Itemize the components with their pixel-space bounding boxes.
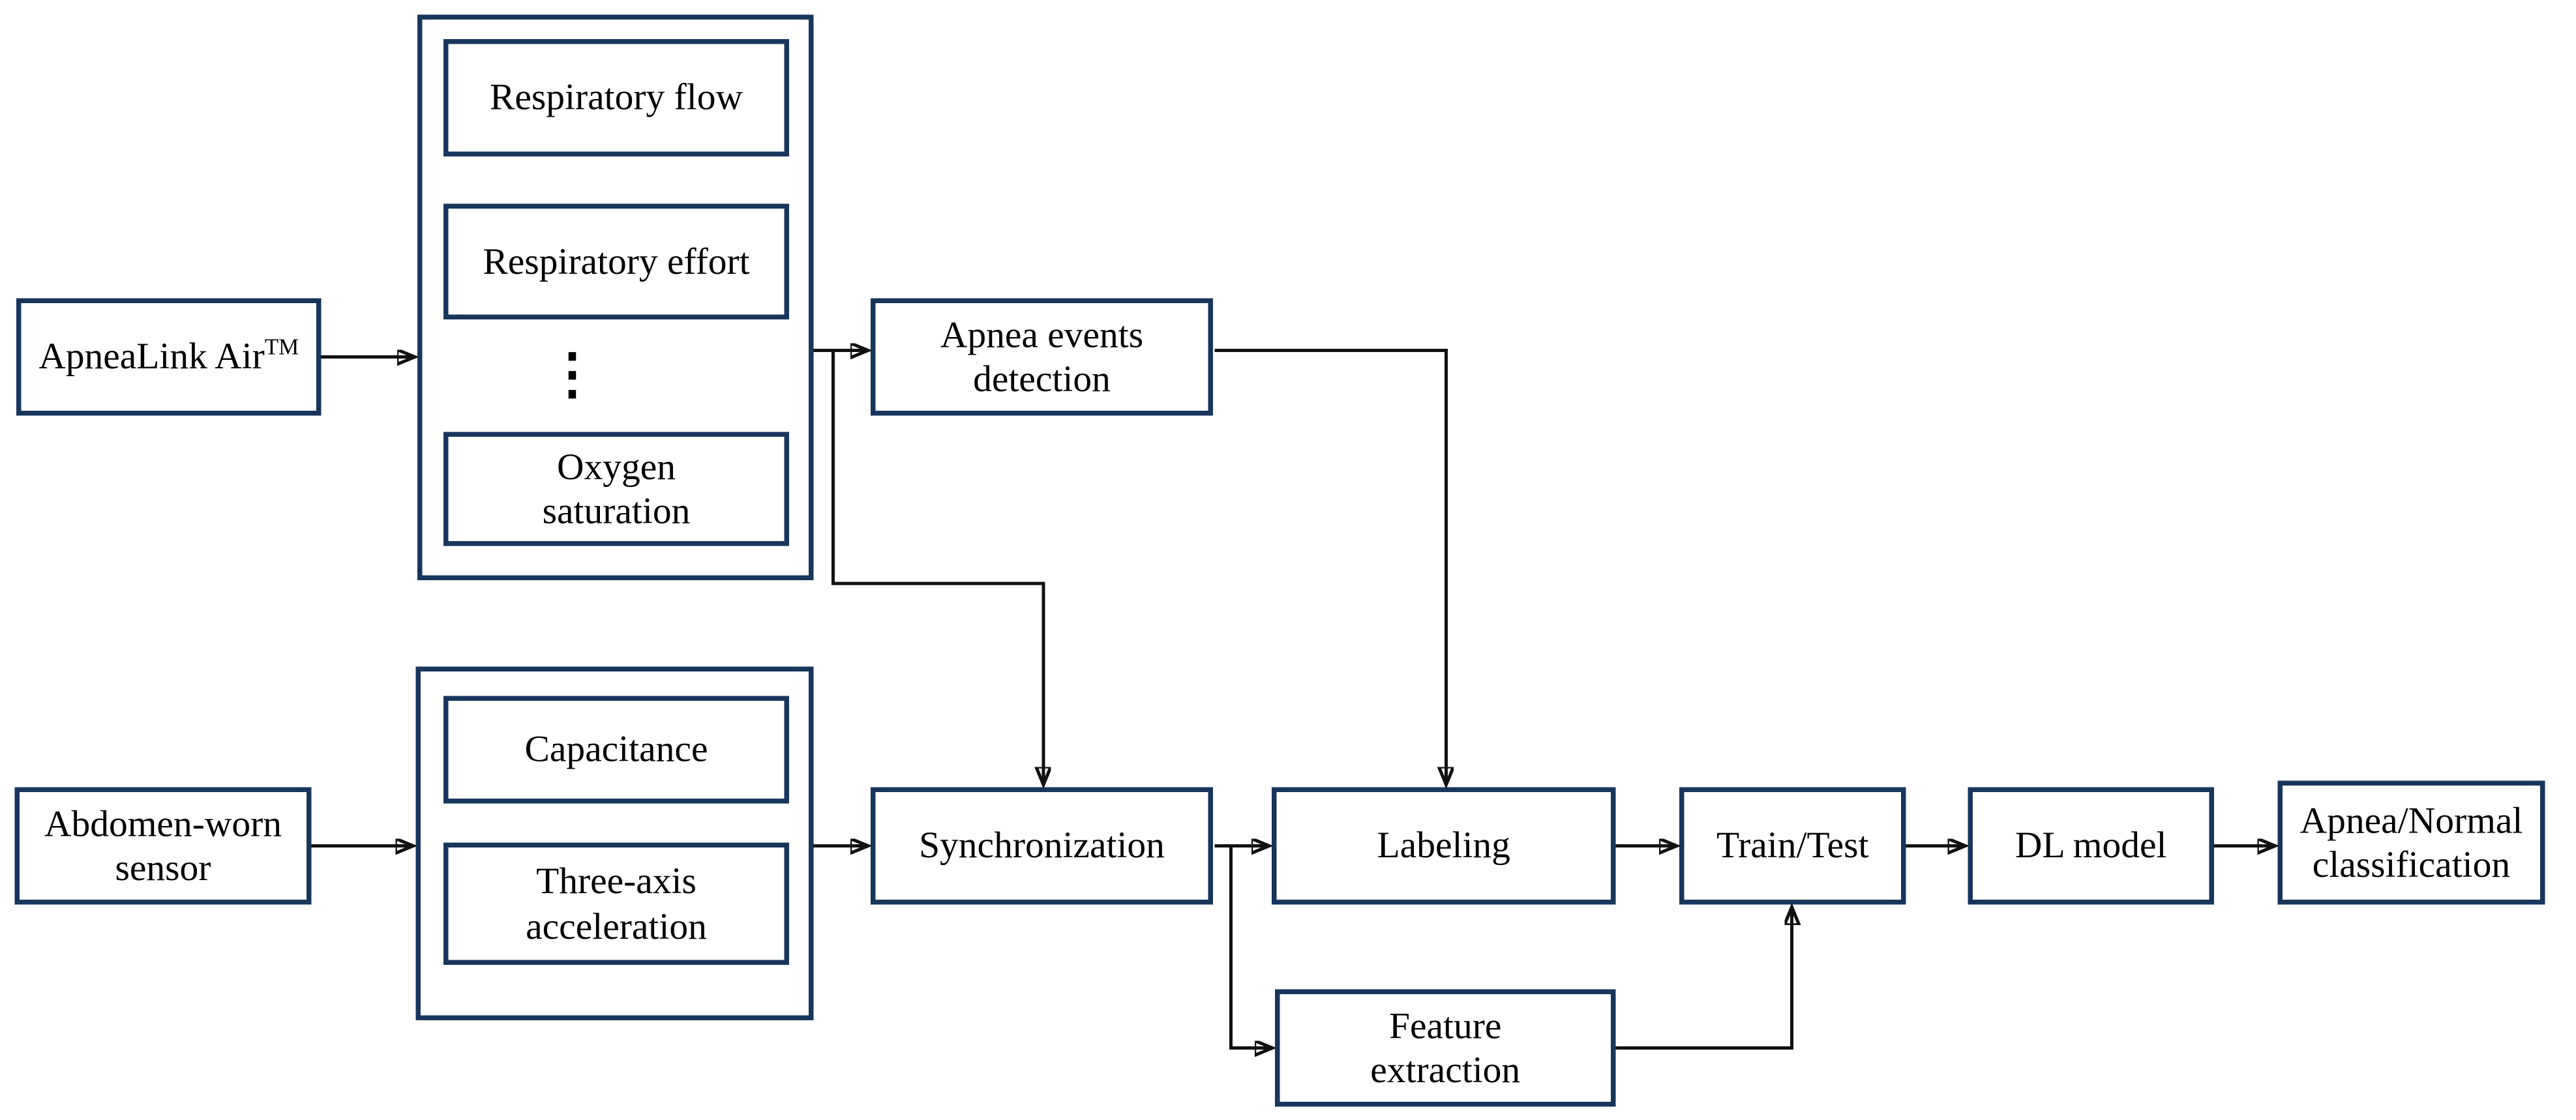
- vertical-ellipsis: ⋮: [545, 346, 600, 406]
- node-oxygen-saturation: Oxygen saturation: [443, 432, 789, 546]
- node-capacitance: Capacitance: [443, 696, 789, 804]
- node-feature-extraction: Feature extraction: [1275, 989, 1616, 1107]
- node-apnea-normal-classification: Apnea/Normal classification: [2277, 780, 2545, 905]
- node-dl-model: DL model: [1968, 787, 2214, 905]
- node-apnealink-air: ApneaLink AirTM: [16, 298, 322, 416]
- node-apnealink-air-label: ApneaLink AirTM: [38, 336, 299, 377]
- connector-apnea-events-to-labeling: [1214, 349, 1446, 783]
- node-synchronization: Synchronization: [871, 787, 1213, 905]
- node-respiratory-effort: Respiratory effort: [443, 203, 789, 319]
- node-respiratory-flow: Respiratory flow: [443, 39, 789, 156]
- trademark-superscript: TM: [264, 336, 299, 362]
- node-labeling: Labeling: [1272, 787, 1616, 905]
- connector-feature-extraction-to-train-test: [1615, 909, 1792, 1050]
- node-apnea-events-detection: Apnea events detection: [871, 298, 1213, 416]
- node-train-test: Train/Test: [1679, 787, 1906, 905]
- node-three-axis-acceleration: Three-axis acceleration: [443, 842, 789, 965]
- node-abdomen-worn-sensor: Abdomen-worn sensor: [14, 787, 312, 905]
- connector-synchronization-to-feature-extraction: [1229, 846, 1270, 1048]
